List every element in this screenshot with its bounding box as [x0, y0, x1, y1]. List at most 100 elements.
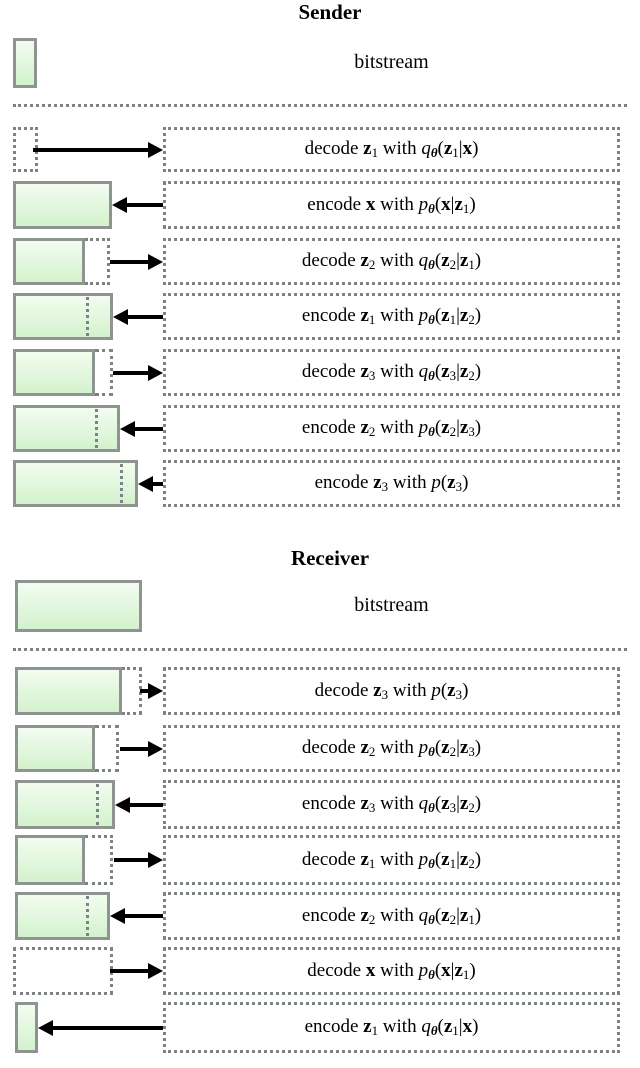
arrow-right-icon: [120, 740, 163, 757]
bitstream-ghost-extension: [95, 349, 113, 396]
arrow-right-icon: [140, 683, 163, 699]
arrow-head: [148, 740, 163, 757]
arrow-shaft: [33, 147, 150, 152]
arrow-head: [120, 420, 135, 437]
previous-extent-marker: [86, 297, 89, 336]
bitstream-state-box: [13, 181, 112, 229]
bitstream-state-box: [15, 835, 85, 885]
arrow-shaft: [110, 259, 150, 264]
bitstream-state-box: [15, 1002, 38, 1053]
arrow-head: [138, 475, 153, 492]
sender-bitstream-box: [13, 38, 37, 88]
operation-box: encode x with pθ(x|z1): [163, 181, 620, 229]
previous-extent-marker: [120, 464, 123, 503]
operation-label: encode z2 with pθ(z2|z3): [301, 417, 482, 439]
operation-label: encode z1 with pθ(z1|z2): [301, 305, 482, 327]
arrow-left-icon: [38, 1019, 163, 1036]
arrow-head: [38, 1019, 53, 1036]
operation-label: decode z2 with qθ(z2|z1): [301, 250, 482, 272]
arrow-shaft: [133, 426, 163, 431]
arrow-head: [112, 197, 127, 213]
operation-box: decode x with pθ(x|z1): [163, 947, 620, 995]
operation-box: decode z3 with qθ(z3|z2): [163, 349, 620, 396]
operation-label: decode z3 with p(z3): [314, 679, 469, 702]
operation-label: decode x with pθ(x|z1): [307, 959, 476, 982]
receiver-separator: [13, 648, 627, 651]
arrow-left-icon: [110, 908, 163, 924]
bitstream-state-box: [13, 460, 138, 507]
operation-box: encode z2 with qθ(z2|z1): [163, 892, 620, 940]
operation-label: encode z3 with qθ(z3|z2): [301, 793, 482, 815]
operation-label: encode z2 with qθ(z2|z1): [301, 904, 482, 927]
operation-label: decode z2 with pθ(z2|z3): [301, 737, 482, 759]
arrow-right-icon: [114, 852, 163, 868]
arrow-right-icon: [110, 963, 163, 979]
arrow-left-icon: [120, 420, 163, 437]
arrow-left-icon: [112, 197, 163, 213]
arrow-head: [148, 141, 163, 158]
bitstream-state-box: [13, 238, 85, 285]
operation-box: decode z2 with qθ(z2|z1): [163, 238, 620, 285]
previous-extent-marker: [95, 409, 98, 448]
receiver-bitstream-label: bitstream: [354, 594, 429, 616]
bitstream-state-box: [15, 725, 95, 772]
operation-box: decode z1 with qθ(z1|x): [163, 127, 620, 172]
arrow-head: [113, 308, 128, 325]
arrow-left-icon: [115, 796, 163, 813]
operation-box: decode z2 with pθ(z2|z3): [163, 725, 620, 772]
bitstream-state-box: [13, 947, 113, 995]
operation-label: decode z1 with pθ(z1|z2): [301, 848, 482, 871]
arrow-right-icon: [33, 141, 163, 158]
arrow-right-icon: [113, 364, 163, 381]
receiver-title: Receiver: [290, 546, 370, 570]
receiver-bitstream-box: [15, 580, 142, 632]
arrow-head: [110, 908, 125, 924]
sender-bitstream-label: bitstream: [354, 51, 429, 73]
arrow-right-icon: [110, 253, 163, 270]
bitstream-state-box: [15, 892, 110, 940]
arrow-left-icon: [113, 308, 163, 325]
operation-box: decode z1 with pθ(z1|z2): [163, 835, 620, 885]
arrow-shaft: [128, 802, 163, 807]
operation-label: encode x with pθ(x|z1): [307, 193, 476, 216]
bitstream-state-box: [13, 349, 95, 396]
bitstream-state-box: [13, 293, 113, 340]
arrow-shaft: [113, 370, 150, 375]
arrow-shaft: [140, 689, 150, 693]
bitstream-ghost-extension: [122, 667, 142, 715]
bitstream-state-box: [15, 780, 115, 829]
arrow-shaft: [120, 746, 150, 751]
operation-box: encode z2 with pθ(z2|z3): [163, 405, 620, 452]
arrow-shaft: [51, 1025, 163, 1030]
arrow-head: [115, 796, 130, 813]
operation-label: encode z3 with p(z3): [314, 472, 469, 494]
operation-box: encode z1 with qθ(z1|x): [163, 1002, 620, 1053]
arrow-head: [148, 963, 163, 979]
arrow-shaft: [114, 858, 150, 862]
arrow-head: [148, 683, 163, 699]
previous-extent-marker: [96, 784, 99, 825]
arrow-left-icon: [138, 475, 163, 492]
bitstream-state-box: [13, 405, 120, 452]
sender-separator: [13, 104, 627, 107]
arrow-head: [148, 364, 163, 381]
previous-extent-marker: [86, 896, 89, 936]
bitstream-state-box: [15, 667, 122, 715]
operation-label: decode z1 with qθ(z1|x): [304, 138, 479, 160]
operation-label: encode z1 with qθ(z1|x): [304, 1016, 479, 1038]
operation-box: encode z1 with pθ(z1|z2): [163, 293, 620, 340]
operation-label: decode z3 with qθ(z3|z2): [301, 361, 482, 383]
bitstream-ghost-extension: [95, 725, 119, 772]
operation-box: encode z3 with p(z3): [163, 460, 620, 507]
arrow-shaft: [126, 314, 163, 319]
operation-box: decode z3 with p(z3): [163, 667, 620, 715]
arrow-shaft: [123, 914, 163, 918]
sender-title: Sender: [298, 0, 362, 24]
operation-box: encode z3 with qθ(z3|z2): [163, 780, 620, 829]
arrow-shaft: [151, 481, 163, 486]
arrow-shaft: [110, 969, 150, 973]
arrow-head: [148, 852, 163, 868]
bitstream-ghost-extension: [85, 238, 110, 285]
bitstream-ghost-extension: [85, 835, 113, 885]
